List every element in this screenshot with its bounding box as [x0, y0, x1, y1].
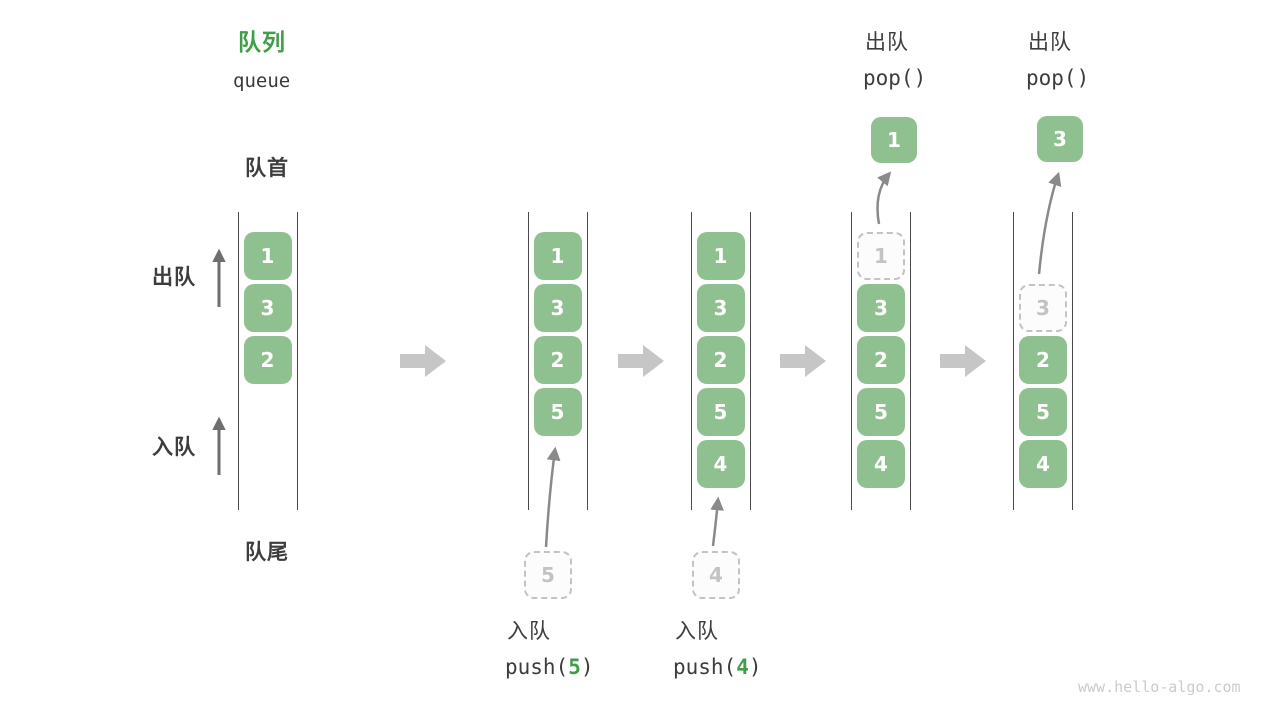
- queue-cell: 3: [857, 284, 905, 332]
- side-dequeue-label: 出队: [152, 266, 196, 289]
- pop-label-code: pop(): [1026, 66, 1090, 90]
- queue-column-5: [1013, 212, 1073, 510]
- push-arg: 4: [736, 655, 749, 679]
- queue-column-4: [851, 212, 911, 510]
- queue-cell: 4: [1019, 440, 1067, 488]
- diagram-title-en: queue: [233, 70, 291, 92]
- queue-cell: 4: [696, 440, 745, 488]
- push-fn-close: ): [748, 655, 762, 679]
- push-label-code: push(4): [673, 655, 762, 679]
- queue-column-1: [237, 212, 298, 510]
- queue-front-label: 队首: [245, 157, 289, 180]
- queue-cell: 5: [696, 388, 745, 436]
- queue-cell: 3: [696, 284, 745, 332]
- push-fn-open: push(: [505, 655, 569, 679]
- queue-rear-label: 队尾: [245, 541, 289, 564]
- pop-label-zh: 出队: [1028, 31, 1072, 54]
- queue-cell: 2: [1019, 336, 1067, 384]
- queue-cell: 5: [1019, 388, 1067, 436]
- pop-label-code: pop(): [863, 66, 927, 90]
- popped-cell: 1: [871, 117, 917, 163]
- step-arrow-icon: [400, 345, 446, 377]
- queue-cell: 2: [696, 336, 745, 384]
- queue-cell: 3: [533, 284, 582, 332]
- push-label-code: push(5): [505, 655, 594, 679]
- queue-column-3: [690, 212, 751, 510]
- push-label-zh: 入队: [507, 620, 551, 643]
- queue-cell-ghost: 1: [857, 232, 905, 280]
- queue-column-2: [527, 212, 588, 510]
- step-arrow-icon: [618, 345, 664, 377]
- incoming-cell-ghost: 5: [524, 551, 572, 599]
- push-fn-open: push(: [673, 655, 737, 679]
- queue-cell: 1: [696, 232, 745, 280]
- queue-cell: 1: [243, 232, 292, 280]
- queue-cell: 1: [533, 232, 582, 280]
- queue-cell: 5: [857, 388, 905, 436]
- pop-label-zh: 出队: [865, 31, 909, 54]
- watermark: www.hello-algo.com: [1078, 678, 1241, 696]
- popped-cell: 3: [1037, 116, 1083, 162]
- side-enqueue-label: 入队: [152, 436, 196, 459]
- queue-cell: 4: [857, 440, 905, 488]
- queue-cell: 2: [857, 336, 905, 384]
- queue-cell: 5: [533, 388, 582, 436]
- step-arrow-icon: [940, 345, 986, 377]
- push-arg: 5: [568, 655, 581, 679]
- queue-cell: 2: [243, 336, 292, 384]
- queue-cell: 3: [243, 284, 292, 332]
- diagram-title-zh: 队列: [238, 29, 286, 55]
- push-fn-close: ): [580, 655, 594, 679]
- incoming-cell-ghost: 4: [692, 551, 740, 599]
- queue-cell: 2: [533, 336, 582, 384]
- queue-cell-ghost: 3: [1019, 284, 1067, 332]
- step-arrow-icon: [780, 345, 826, 377]
- push-label-zh: 入队: [675, 620, 719, 643]
